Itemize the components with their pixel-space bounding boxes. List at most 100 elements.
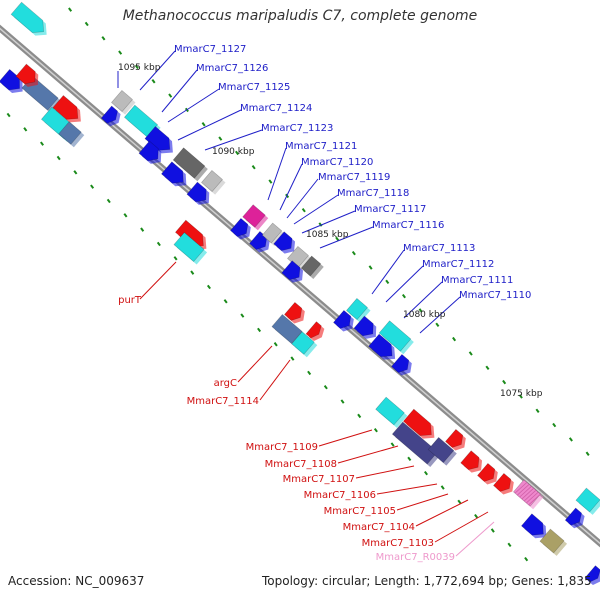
feature-1114a[interactable] <box>305 321 325 342</box>
gene-label-1106[interactable]: MmarC7_1106 <box>304 490 376 501</box>
feature-1099[interactable] <box>575 487 600 515</box>
leader-line <box>267 147 287 201</box>
feature-strand-b-1[interactable] <box>0 68 23 94</box>
gene-label-purT[interactable]: purT <box>118 295 142 306</box>
feature-1127[interactable] <box>10 1 47 36</box>
gene-label-1118[interactable]: MmarC7_1118 <box>337 188 409 199</box>
leader-line <box>419 296 461 334</box>
feature-1109[interactable] <box>375 396 408 428</box>
feature-1120[interactable] <box>230 217 251 240</box>
feature-1117[interactable] <box>273 231 296 254</box>
gene-label-1109[interactable]: MmarC7_1109 <box>246 442 318 453</box>
feature-1121a[interactable] <box>186 181 210 205</box>
gene-label-R0039[interactable]: MmarC7_R0039 <box>376 552 455 563</box>
feature-1102[interactable] <box>521 513 547 539</box>
feature-1121[interactable] <box>242 204 269 231</box>
scale-tick <box>73 170 78 175</box>
gene-label-1113[interactable]: MmarC7_1113 <box>403 243 475 254</box>
leader-line <box>204 129 263 151</box>
scale-tick <box>401 293 406 299</box>
leader-line <box>319 226 374 249</box>
gene-label-1104[interactable]: MmarC7_1104 <box>343 522 415 533</box>
feature-1098[interactable] <box>584 565 600 586</box>
feature-strand-c-2[interactable] <box>58 121 85 148</box>
scale-tick <box>168 93 173 98</box>
scale-tick <box>585 451 590 456</box>
feature-1107b[interactable] <box>427 436 457 466</box>
scale-tick <box>418 308 423 313</box>
scale-tick <box>134 64 139 70</box>
scale-tick <box>468 351 473 356</box>
scale-tick <box>457 499 462 505</box>
feature-1116b[interactable] <box>281 260 304 283</box>
scale-tick <box>118 50 123 55</box>
leader-line <box>403 281 443 319</box>
feature-1101[interactable] <box>539 528 568 556</box>
feature-1104[interactable] <box>477 462 498 485</box>
leader-line <box>385 265 424 303</box>
feature-1114[interactable] <box>291 331 318 358</box>
feature-1113[interactable] <box>346 297 371 323</box>
gene-label-1114[interactable]: MmarC7_1114 <box>187 396 259 407</box>
scale-tick <box>151 79 156 84</box>
scale-tick <box>307 370 312 376</box>
gene-label-1119[interactable]: MmarC7_1119 <box>318 172 390 183</box>
genome-summary-text: Topology: circular; Length: 1,772,694 bp… <box>262 574 592 588</box>
leader-line <box>293 194 339 225</box>
feature-1118[interactable] <box>261 222 285 246</box>
gene-label-1125[interactable]: MmarC7_1125 <box>218 82 290 93</box>
feature-1110[interactable] <box>368 333 396 360</box>
feature-1106[interactable] <box>445 428 466 451</box>
feature-purT-b[interactable] <box>173 232 208 265</box>
feature-strand-a-1[interactable] <box>15 63 39 87</box>
feature-1100[interactable] <box>564 507 585 529</box>
feature-1111[interactable] <box>378 320 414 355</box>
gene-label-1111[interactable]: MmarC7_1111 <box>441 275 513 286</box>
scale-tick <box>90 184 95 189</box>
gene-label-1116[interactable]: MmarC7_1116 <box>372 220 444 231</box>
feature-1123[interactable] <box>172 147 208 182</box>
leader-line <box>376 483 438 495</box>
feature-1112[interactable] <box>333 309 354 332</box>
feature-1119[interactable] <box>249 230 270 253</box>
leader-line <box>139 261 177 300</box>
feature-strand-a-2[interactable] <box>52 95 81 123</box>
feature-1108[interactable] <box>402 408 435 439</box>
gene-label-1108[interactable]: MmarC7_1108 <box>265 459 337 470</box>
gene-label-1110[interactable]: MmarC7_1110 <box>459 290 531 301</box>
scale-tick <box>140 227 145 232</box>
gene-label-1124[interactable]: MmarC7_1124 <box>240 103 312 114</box>
feature-1112b[interactable] <box>353 315 377 339</box>
scale-tick <box>201 122 206 127</box>
feature-1126[interactable] <box>111 89 136 115</box>
feature-1125a[interactable] <box>100 105 121 127</box>
feature-R0039[interactable] <box>513 479 544 510</box>
gene-label-1126[interactable]: MmarC7_1126 <box>196 63 268 74</box>
feature-argC[interactable] <box>284 301 305 324</box>
gene-label-1103[interactable]: MmarC7_1103 <box>362 538 434 549</box>
gene-label-1112[interactable]: MmarC7_1112 <box>422 259 494 270</box>
feature-1121b[interactable] <box>201 169 226 195</box>
gene-label-1105[interactable]: MmarC7_1105 <box>324 506 396 517</box>
feature-1103[interactable] <box>493 472 514 495</box>
gene-label-1127[interactable]: MmarC7_1127 <box>174 44 246 55</box>
feature-1105[interactable] <box>460 450 483 473</box>
scale-tick <box>318 222 323 227</box>
gene-label-1121[interactable]: MmarC7_1121 <box>285 141 357 152</box>
scale-label-1075: 1075 kbp <box>500 389 543 399</box>
feature-1116[interactable] <box>300 255 324 279</box>
scale-tick <box>101 36 106 41</box>
gene-label-1123[interactable]: MmarC7_1123 <box>261 123 333 134</box>
gene-label-1120[interactable]: MmarC7_1120 <box>301 157 373 168</box>
scale-tick <box>568 437 573 442</box>
gene-label-argC[interactable]: argC <box>214 378 237 389</box>
feature-1122b[interactable] <box>161 161 187 187</box>
scale-tick <box>156 241 161 247</box>
gene-label-1117[interactable]: MmarC7_1117 <box>354 204 426 215</box>
feature-1122[interactable] <box>138 140 162 164</box>
feature-1110b[interactable] <box>391 353 412 376</box>
scale-tick <box>507 542 512 548</box>
gene-label-1107[interactable]: MmarC7_1107 <box>283 474 355 485</box>
